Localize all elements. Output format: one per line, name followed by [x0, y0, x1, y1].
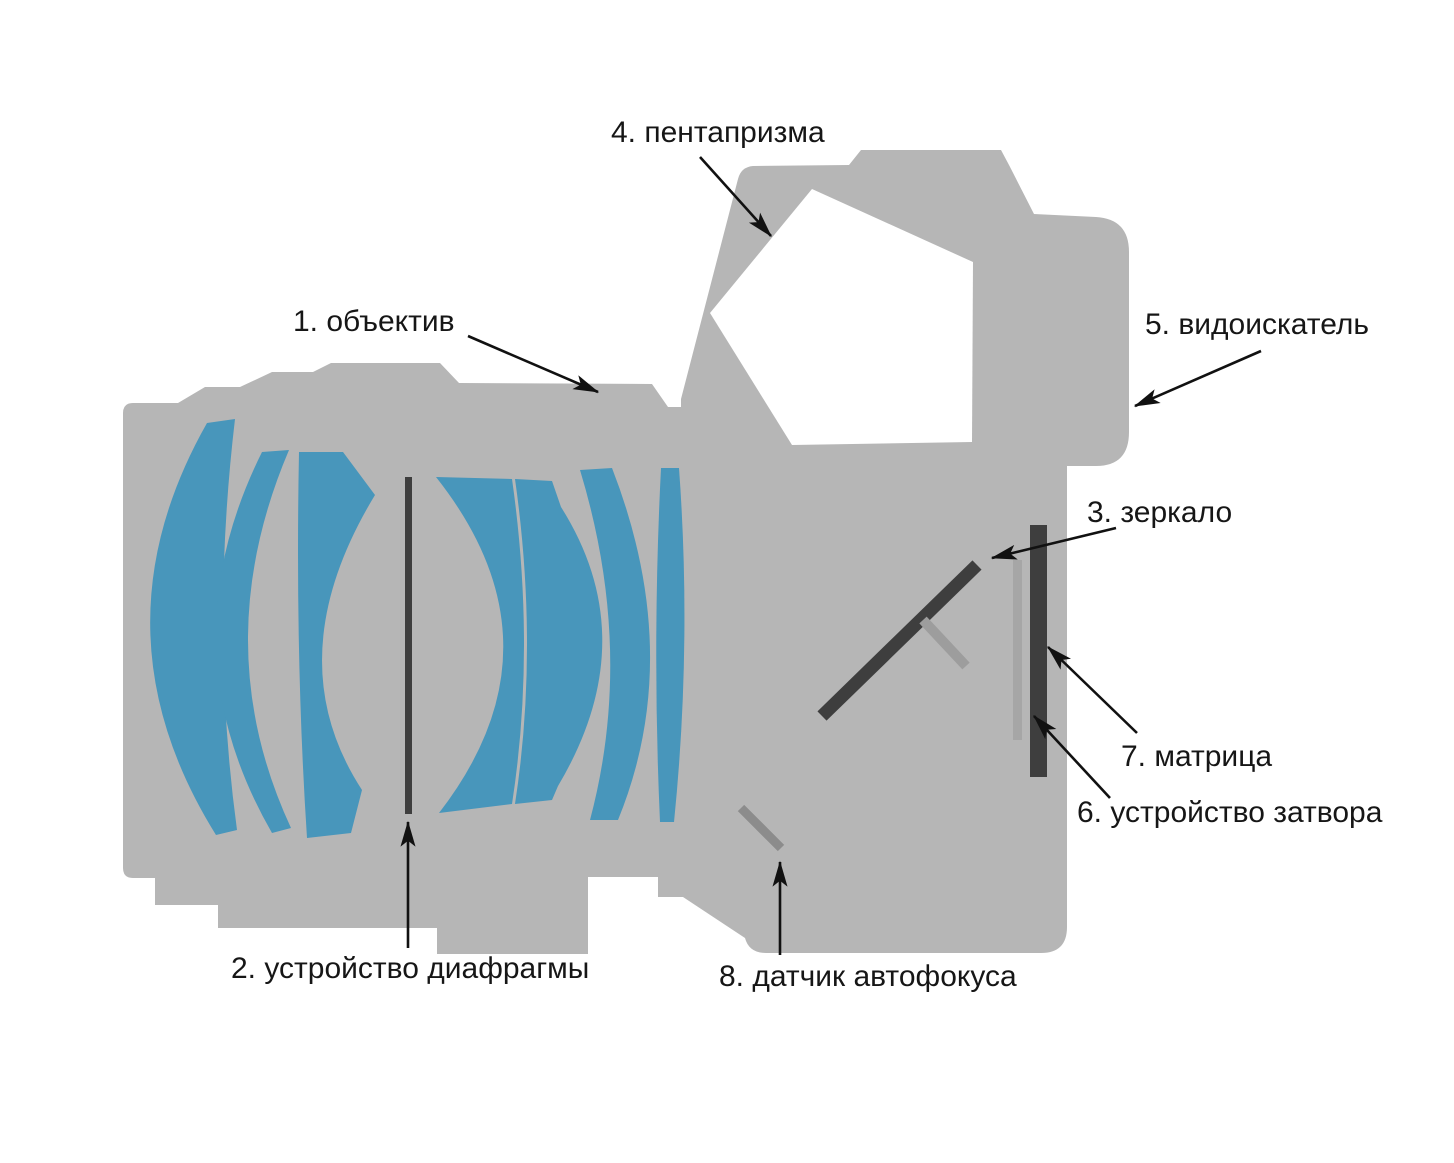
- lens-element-2: [215, 450, 291, 833]
- arrow-4-pentaprism: [699, 156, 772, 237]
- arrow-1-lens: [467, 334, 600, 394]
- label-sensor: 7. матрица: [1121, 740, 1273, 773]
- image-sensor: [1030, 525, 1047, 777]
- arrow-6-shutter: [1033, 715, 1111, 799]
- label-viewfinder: 5. видоискатель: [1145, 308, 1370, 341]
- arrow-3-mirror: [990, 526, 1117, 560]
- annotation-arrows: [400, 156, 1262, 955]
- label-shutter: 6. устройство затвора: [1077, 796, 1383, 829]
- aperture-diaphragm: [405, 477, 412, 814]
- main-mirror: [817, 560, 982, 721]
- lens-element-5: [515, 479, 603, 804]
- lens-elements-group: [150, 419, 685, 838]
- pentaprism-cavity: [710, 189, 973, 445]
- label-mirror: 3. зеркало: [1087, 496, 1233, 529]
- arrow-5-viewfinder: [1133, 349, 1262, 408]
- lens-element-3: [298, 452, 375, 838]
- shutter-curtain: [1013, 560, 1022, 740]
- lens-element-6: [580, 468, 651, 820]
- label-pentaprism: 4. пентапризма: [611, 116, 825, 149]
- autofocus-sensor-line: [737, 804, 785, 852]
- secondary-mirror: [919, 616, 970, 670]
- label-aperture: 2. устройство диафрагмы: [231, 952, 590, 985]
- lens-element-7: [656, 468, 685, 822]
- label-autofocus-sensor: 8. датчик автофокуса: [719, 960, 1017, 993]
- lens-element-4: [436, 477, 524, 813]
- lens-element-1: [150, 419, 237, 835]
- arrow-7-sensor: [1047, 646, 1138, 734]
- label-lens: 1. объектив: [293, 305, 455, 338]
